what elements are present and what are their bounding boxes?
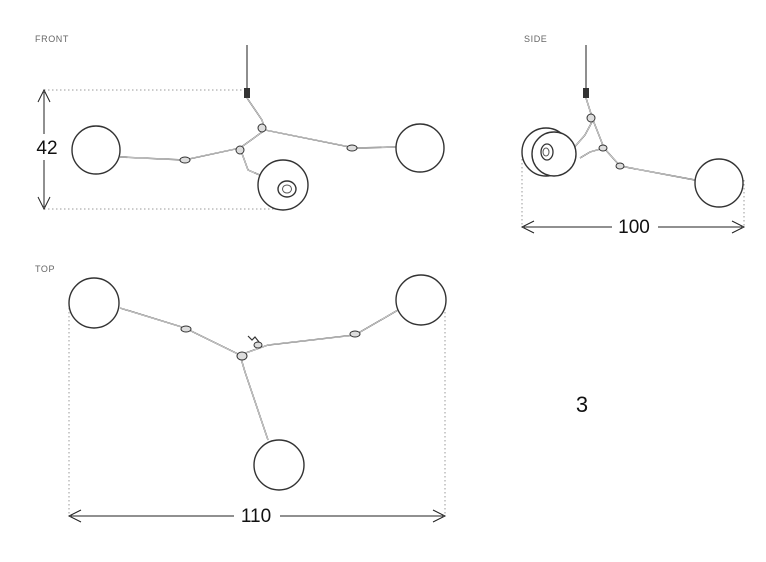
top-globe-bottom — [253, 439, 305, 491]
side-view-label: SIDE — [524, 34, 547, 44]
front-canopy-clip — [244, 88, 250, 98]
side-arms — [571, 97, 696, 181]
top-width-dimension — [67, 509, 447, 523]
front-height-label: 42 — [36, 138, 57, 159]
top-width-label: 110 — [241, 506, 271, 527]
top-globe-right — [395, 274, 447, 326]
side-view: SIDE 100 — [520, 34, 746, 238]
top-view: TOP 110 — [35, 264, 447, 527]
top-arms — [119, 307, 399, 441]
top-globe-left — [68, 277, 120, 329]
side-width-dimension — [520, 220, 746, 234]
front-view: FRONT 42 — [35, 34, 445, 211]
front-globe-left — [71, 125, 121, 175]
side-width-label: 100 — [618, 217, 650, 238]
front-arms — [119, 97, 399, 177]
front-globe-right — [395, 123, 445, 173]
front-height-dimension — [37, 88, 51, 211]
front-globe-front — [257, 159, 309, 211]
side-canopy-clip — [583, 88, 589, 98]
side-globe-back — [521, 127, 577, 177]
figure-number: 3 — [576, 392, 588, 417]
side-globe-right — [694, 158, 744, 208]
top-view-label: TOP — [35, 264, 55, 274]
front-view-label: FRONT — [35, 34, 69, 44]
